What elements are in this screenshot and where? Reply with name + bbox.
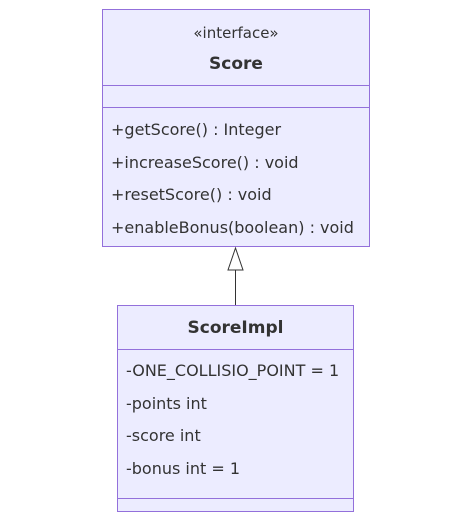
score-impl-class: ScoreImpl -ONE_COLLISIO_POINT = 1 -point… [117,305,354,512]
method-get-score: +getScore() : Integer [111,120,282,139]
score-class-header: «interface» Score [103,10,369,86]
attribute-bonus: -bonus int = 1 [126,458,241,478]
method-enable-bonus: +enableBonus(boolean) : void [111,217,354,237]
method-increase-score: +increaseScore() : void [111,152,299,172]
method-reset-score: +resetScore() : void [111,185,272,204]
attribute-points: -points int [126,393,207,413]
score-attributes-section [103,86,369,108]
score-interface-class: «interface» Score +getScore() : Integer … [102,9,370,247]
attribute-score: -score int [126,426,201,445]
score-impl-methods-section [118,499,353,511]
score-impl-attributes-section: -ONE_COLLISIO_POINT = 1 -points int -sco… [118,350,353,499]
score-impl-class-header: ScoreImpl [118,306,353,350]
score-class-name: Score [209,53,263,74]
score-methods-section: +getScore() : Integer +increaseScore() :… [103,108,369,246]
interface-stereotype: «interface» [193,23,279,42]
score-impl-class-name: ScoreImpl [187,317,284,338]
attribute-one-collisio-point: -ONE_COLLISIO_POINT = 1 [126,361,340,380]
realization-arrowhead [227,246,244,271]
